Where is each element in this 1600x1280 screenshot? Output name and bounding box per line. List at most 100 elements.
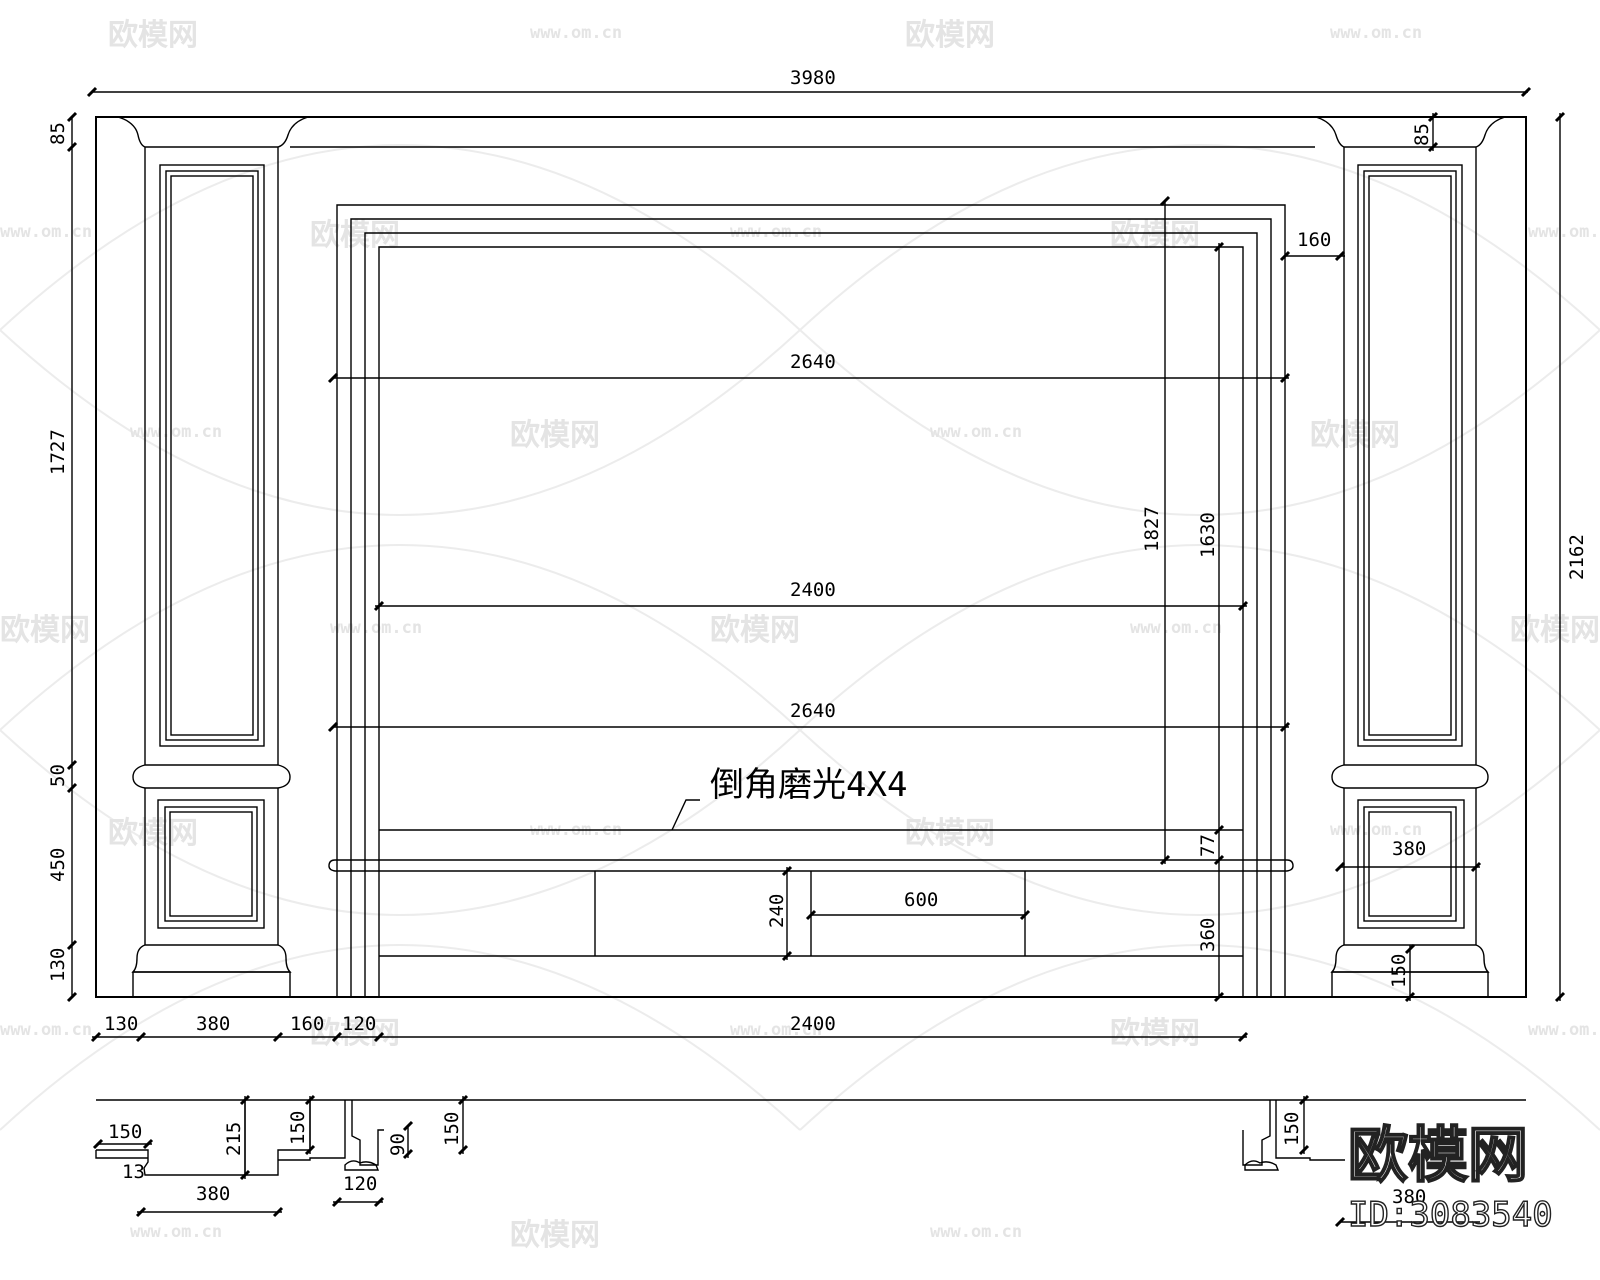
dim-label: 90 (387, 1133, 409, 1156)
watermark-logo: 欧模网 (310, 218, 400, 253)
dim-tick (373, 600, 385, 612)
watermark-url: www.om.cn (530, 23, 622, 43)
watermark-logo: 欧模网 (905, 18, 995, 53)
dim-tick (1279, 372, 1291, 384)
dim-label: 150 (441, 1112, 463, 1146)
left-capital (117, 116, 309, 148)
section-left-edge (95, 1150, 148, 1159)
watermark-layer: 欧模网 www.om.cn 欧模网 www.om.cn www.om.cn 欧模… (0, 18, 1600, 1253)
right-lower-panel-inner (1363, 806, 1457, 922)
tv-frame (328, 204, 1294, 997)
dim-frame-2640-top: 2640 (327, 351, 1291, 384)
watermark-url: www.om.cn (1130, 618, 1222, 638)
dim-tick (327, 372, 339, 384)
watermark-logo: 欧模网 (108, 816, 198, 851)
left-lower-panel-inner (164, 806, 258, 922)
dim-label: 380 (1392, 1186, 1426, 1208)
dim-tick (135, 1031, 147, 1043)
dim-label: 150 (108, 1121, 142, 1143)
watermark-url: www.om.cn (0, 1020, 92, 1040)
chamfer-note: 倒角磨光4X4 (671, 765, 907, 831)
dim-left-stack: 85 1727 50 450 130 (47, 111, 78, 1003)
dim-tick (92, 1138, 104, 1150)
dim-bottom-chain: 130 380 160 120 2400 (90, 1013, 1249, 1043)
dim-tick (304, 1094, 316, 1106)
dim-label: 13 (122, 1161, 145, 1183)
right-capital (1315, 116, 1506, 148)
watermark-arcs (0, 144, 1600, 1131)
dim-overall-width: 3980 (86, 67, 1532, 98)
dim-tick (1427, 111, 1439, 123)
right-band (1331, 764, 1489, 789)
dim-tick (805, 909, 817, 921)
section-step (278, 1100, 346, 1161)
left-plinth (132, 971, 291, 998)
dim-tick (373, 1031, 385, 1043)
dim-tick (66, 111, 78, 123)
dim-tick (1404, 943, 1416, 955)
watermark-logo: 欧模网 (1110, 1016, 1200, 1051)
dim-tick (1404, 991, 1416, 1003)
dim-tick (272, 1031, 284, 1043)
dim-tick (66, 141, 78, 153)
dim-tick (1237, 600, 1249, 612)
watermark-url: www.om.cn (930, 422, 1022, 442)
watermark-url: www.om.cn (930, 1222, 1022, 1242)
dim-tick (1213, 991, 1225, 1003)
dim-tick (1213, 824, 1225, 836)
watermark-url: www.om.cn (730, 222, 822, 242)
left-lower-panel-inner (169, 811, 253, 917)
dim-tick (1298, 1144, 1310, 1156)
dim-label: 150 (1388, 954, 1410, 988)
dim-tick (331, 1196, 343, 1208)
dim-tick (1279, 250, 1291, 262)
left-upper-panel-inner (165, 170, 259, 741)
dim-label: 150 (1281, 1112, 1303, 1146)
watermark-logo: 欧模网 (710, 613, 800, 648)
watermark-url: www.om.cn (1528, 1020, 1600, 1040)
section-frame (351, 1100, 384, 1166)
dim-label: 2400 (790, 1013, 836, 1035)
watermark-logo: 欧模网 (510, 1218, 600, 1253)
dim-tick (272, 1206, 284, 1218)
dim-overall-height: 2162 (1554, 111, 1588, 1003)
dim-right-panel-380: 380 (1334, 838, 1482, 873)
left-upper-panel (159, 164, 265, 747)
dim-tick (66, 759, 78, 771)
dim-label: 160 (290, 1013, 324, 1035)
watermark-logo: 欧模网 (108, 18, 198, 53)
dim-tick (239, 1094, 251, 1106)
dim-label: 215 (223, 1122, 245, 1156)
dim-right-base: 150 (1388, 943, 1416, 1003)
dim-tick (239, 1169, 251, 1181)
section-strip: 150 13 215 150 380 90 150 120 150 380 (92, 1094, 1526, 1228)
watermark-url: www.om.cn (130, 422, 222, 442)
dim-tick (1159, 854, 1171, 866)
dim-label: 130 (47, 948, 69, 982)
dim-tick (373, 1196, 385, 1208)
section-right-molding (1244, 1160, 1280, 1171)
frame-line-4 (378, 246, 1244, 997)
right-upper-panel (1357, 164, 1463, 747)
dim-tick (457, 1144, 469, 1156)
dim-tick (781, 950, 793, 962)
dim-label: 2162 (1566, 534, 1588, 580)
dim-tick (327, 721, 339, 733)
dim-label: 85 (47, 122, 69, 145)
dim-label: 130 (104, 1013, 138, 1035)
shelf (328, 859, 1294, 872)
dim-tick (1520, 86, 1532, 98)
dim-label: 120 (343, 1173, 377, 1195)
dim-tick (457, 1094, 469, 1106)
frame-line-3 (364, 232, 1258, 997)
dim-label: 120 (342, 1013, 376, 1035)
watermark-logo: 欧模网 (905, 816, 995, 851)
watermark-url: www.om.cn (730, 1020, 822, 1040)
dim-tick (1427, 141, 1439, 153)
dim-drawer-600: 600 (805, 889, 1031, 921)
left-lower-panel (157, 799, 265, 929)
dim-label: 450 (47, 848, 69, 882)
dim-tick (1334, 1216, 1346, 1228)
right-lower-panel (1357, 799, 1465, 929)
dim-tick (1470, 861, 1482, 873)
